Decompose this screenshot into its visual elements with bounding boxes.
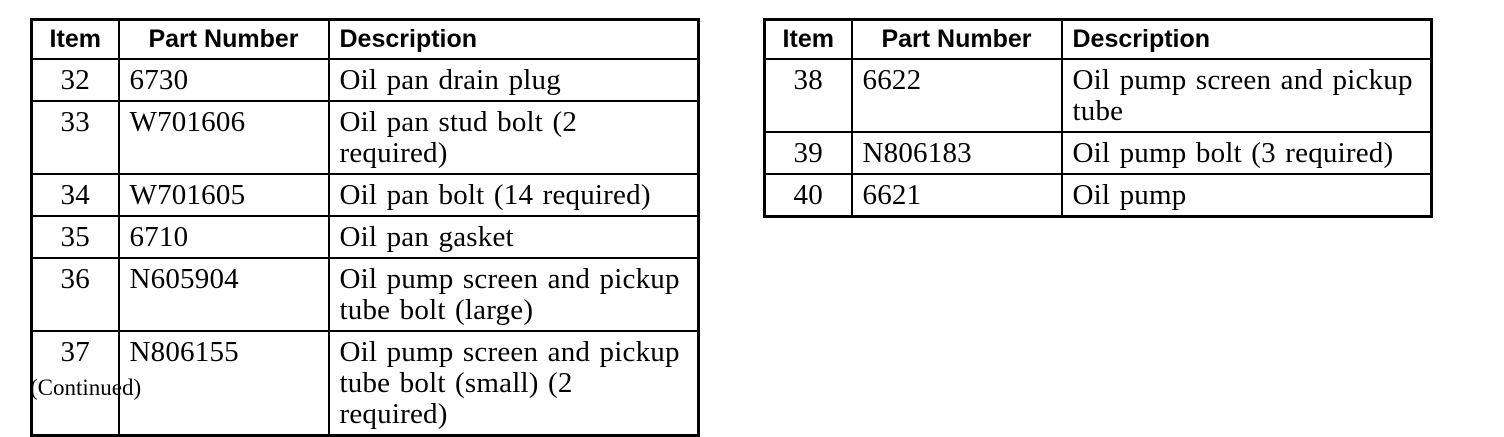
- part-number-cell: N806183: [850, 131, 1063, 175]
- item-cell: 36: [30, 257, 120, 332]
- table-row: 33 W701606 Oil pan stud bolt (2 required…: [30, 100, 700, 175]
- part-number-cell: W701606: [117, 100, 330, 175]
- part-number-cell: 6621: [850, 173, 1063, 218]
- parts-table-left-wrap: Item Part Number Description 32 6730 Oil…: [30, 18, 700, 437]
- parts-table-right-wrap: Item Part Number Description 38 6622 Oil…: [763, 18, 1433, 218]
- description-cell: Oil pump bolt (3 required): [1060, 131, 1433, 175]
- table-row: 40 6621 Oil pump: [763, 173, 1433, 218]
- item-cell: 32: [30, 58, 120, 102]
- col-header-part-number: Part Number: [117, 18, 330, 60]
- item-cell: 38: [763, 58, 853, 133]
- description-cell: Oil pan bolt (14 required): [327, 173, 700, 217]
- part-number-cell: 6622: [850, 58, 1063, 133]
- description-cell: Oil pump screen and pickup tube: [1060, 58, 1433, 133]
- col-header-description: Description: [1060, 18, 1433, 60]
- col-header-description: Description: [327, 18, 700, 60]
- part-number-cell: 6710: [117, 215, 330, 259]
- item-cell: 40: [763, 173, 853, 218]
- table-header-row: Item Part Number Description: [30, 18, 700, 60]
- col-header-item: Item: [763, 18, 853, 60]
- description-cell: Oil pan gasket: [327, 215, 700, 259]
- col-header-item: Item: [30, 18, 120, 60]
- description-cell: Oil pan drain plug: [327, 58, 700, 102]
- part-number-cell: W701605: [117, 173, 330, 217]
- table-row: 36 N605904 Oil pump screen and pickup tu…: [30, 257, 700, 332]
- item-cell: 39: [763, 131, 853, 175]
- col-header-part-number: Part Number: [850, 18, 1063, 60]
- parts-table-left: Item Part Number Description 32 6730 Oil…: [30, 18, 700, 437]
- item-cell: 33: [30, 100, 120, 175]
- description-cell: Oil pump: [1060, 173, 1433, 218]
- table-header-row: Item Part Number Description: [763, 18, 1433, 60]
- part-number-cell: N605904: [117, 257, 330, 332]
- parts-table-right: Item Part Number Description 38 6622 Oil…: [763, 18, 1433, 218]
- table-row: 35 6710 Oil pan gasket: [30, 215, 700, 259]
- description-cell: Oil pump screen and pickup tube bolt (sm…: [327, 330, 700, 437]
- table-row: 34 W701605 Oil pan bolt (14 required): [30, 173, 700, 217]
- part-number-cell: 6730: [117, 58, 330, 102]
- table-row: 32 6730 Oil pan drain plug: [30, 58, 700, 102]
- item-cell: 35: [30, 215, 120, 259]
- description-cell: Oil pan stud bolt (2 required): [327, 100, 700, 175]
- table-row: 38 6622 Oil pump screen and pickup tube: [763, 58, 1433, 133]
- part-number-cell: N806155: [117, 330, 330, 437]
- table-row: 39 N806183 Oil pump bolt (3 required): [763, 131, 1433, 175]
- item-cell: 34: [30, 173, 120, 217]
- continued-note: (Continued): [30, 375, 142, 400]
- description-cell: Oil pump screen and pickup tube bolt (la…: [327, 257, 700, 332]
- scanned-parts-page: { "page": { "background_color": "#ffffff…: [30, 18, 1433, 437]
